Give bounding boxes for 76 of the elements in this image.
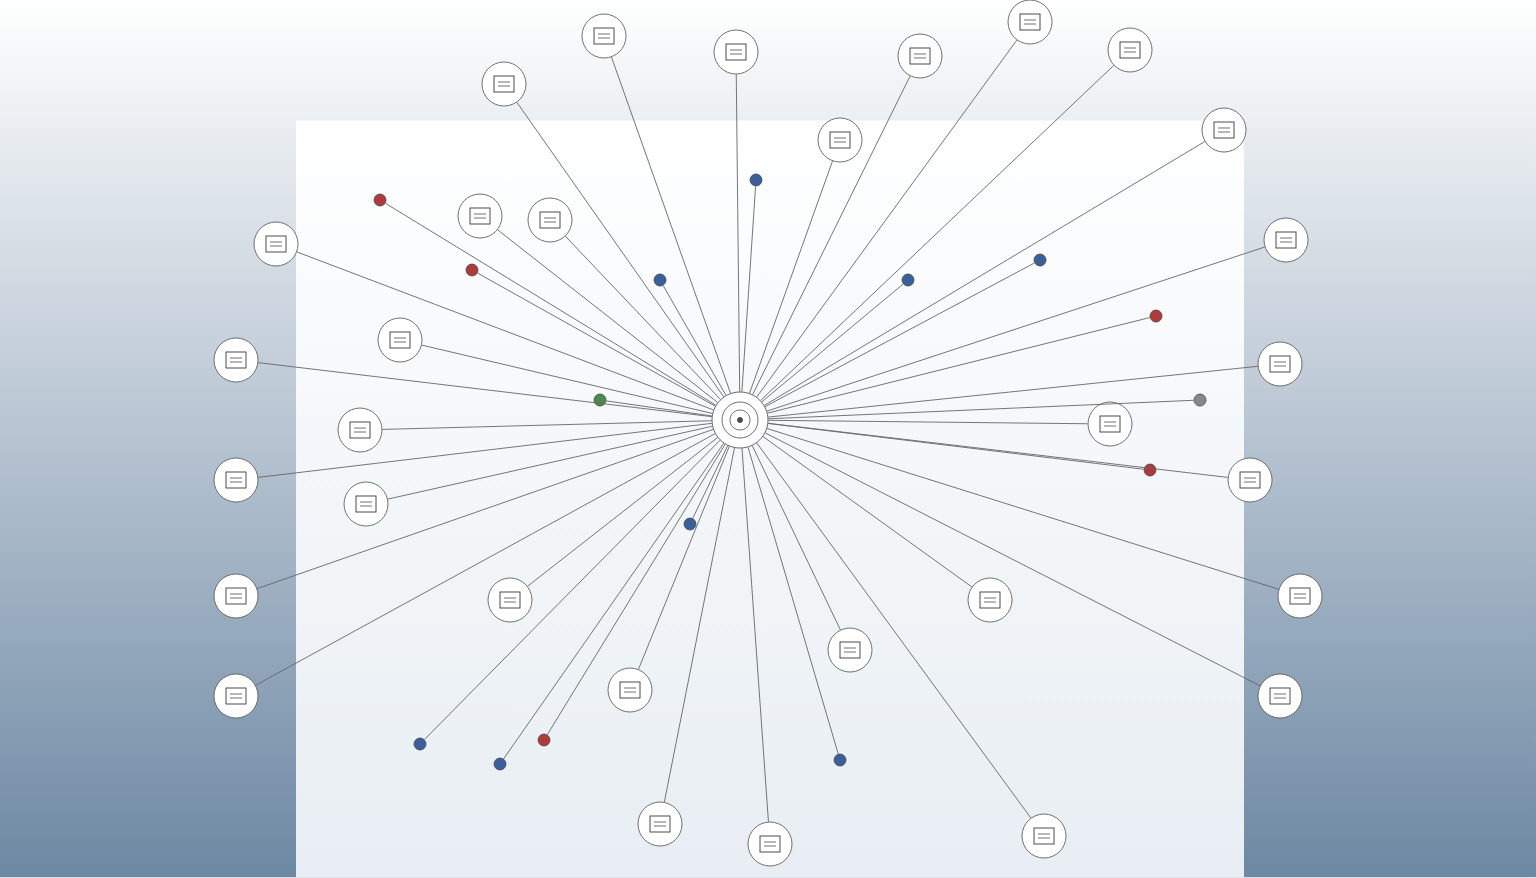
- icon-circle: [253, 221, 299, 267]
- connector-line: [516, 101, 725, 398]
- icon-circle: [213, 673, 259, 719]
- hub-circle: [711, 391, 769, 449]
- connector-line: [749, 160, 833, 394]
- icon-circle: [1263, 217, 1309, 263]
- connector-line: [564, 235, 721, 400]
- icon-circle: [481, 61, 527, 107]
- icon-circle: [581, 13, 627, 59]
- connector-line: [764, 262, 1035, 408]
- connector-line: [255, 433, 716, 686]
- icon-circle: [827, 627, 873, 673]
- icon-circle: [1257, 673, 1303, 719]
- icon-circle: [1021, 813, 1067, 859]
- connector-line: [692, 445, 729, 519]
- connector-line: [766, 428, 1280, 590]
- connector-line: [752, 75, 911, 395]
- connector-line: [735, 73, 741, 393]
- connector-line: [747, 446, 839, 755]
- icon-circle: [817, 117, 863, 163]
- icon-circle: [377, 317, 423, 363]
- icon-circle: [527, 197, 573, 243]
- connector-line: [503, 442, 725, 760]
- connector-line: [767, 423, 1145, 470]
- connector-line: [663, 447, 735, 803]
- connector-line: [767, 365, 1259, 418]
- connector-line: [527, 437, 719, 587]
- icon-circle: [487, 577, 533, 623]
- connector-line: [763, 141, 1206, 406]
- connector-line: [756, 39, 1018, 398]
- icon-circle: [747, 821, 793, 867]
- icon-circle: [213, 337, 259, 383]
- connector-line: [760, 64, 1115, 401]
- connector-line: [257, 422, 713, 478]
- icon-circle: [337, 407, 383, 453]
- icon-circle: [343, 481, 389, 527]
- connector-line: [296, 251, 714, 411]
- connector-line: [767, 419, 1089, 425]
- connector-line: [662, 285, 727, 396]
- connector-line: [387, 425, 713, 500]
- icon-circle: [637, 801, 683, 847]
- connector-line: [421, 344, 713, 414]
- connector-line: [424, 439, 721, 740]
- connector-line: [381, 420, 713, 430]
- connector-line: [546, 443, 726, 735]
- connector-line: [257, 362, 713, 418]
- connector-line: [741, 447, 769, 823]
- connector-line: [767, 317, 1151, 414]
- connector-line: [605, 400, 713, 417]
- icon-circle: [213, 457, 259, 503]
- connector-line: [766, 246, 1266, 412]
- connector-line: [756, 442, 1032, 819]
- connector-line: [762, 436, 973, 588]
- connector-line: [741, 185, 757, 393]
- icon-circle: [713, 29, 759, 75]
- icon-circle: [1277, 573, 1323, 619]
- icon-circle: [967, 577, 1013, 623]
- connector-line: [385, 202, 717, 406]
- connector-line: [638, 445, 730, 670]
- connector-line: [611, 56, 731, 394]
- icon-circle: [1087, 401, 1133, 447]
- connector-line: [767, 399, 1195, 420]
- icon-circle: [1227, 457, 1273, 503]
- icon-circle: [897, 33, 943, 79]
- icon-circle: [1201, 107, 1247, 153]
- icon-circle: [607, 667, 653, 713]
- connector-line: [751, 445, 841, 631]
- connector-line: [477, 272, 716, 407]
- connector-line: [764, 432, 1261, 687]
- icon-circle: [457, 193, 503, 239]
- connector-line: [761, 283, 904, 403]
- icon-circle: [1107, 27, 1153, 73]
- icon-circle: [213, 573, 259, 619]
- connector-line: [497, 229, 719, 403]
- icon-circle: [1257, 341, 1303, 387]
- connector-line: [256, 428, 714, 590]
